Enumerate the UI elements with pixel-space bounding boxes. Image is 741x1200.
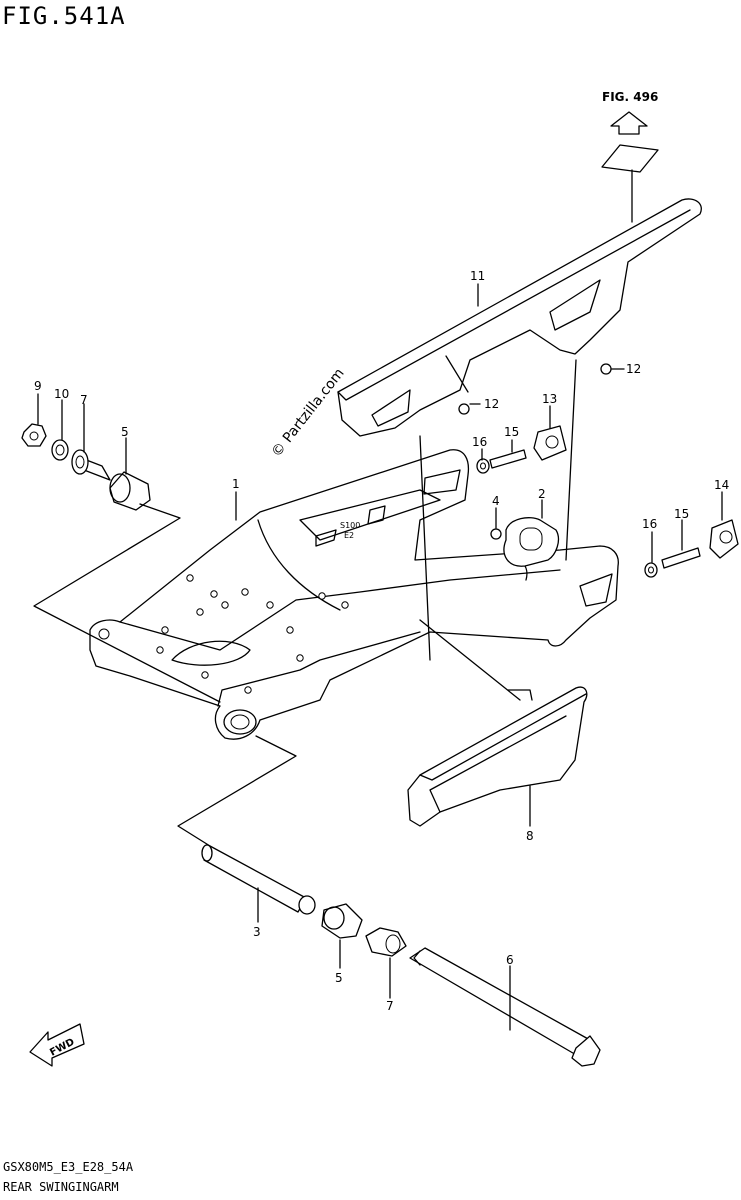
washer-10	[51, 439, 69, 461]
callout-14: 14	[714, 478, 729, 492]
collar-7-upper	[71, 449, 111, 481]
screw-12b	[600, 363, 612, 375]
callout-15-left: 15	[504, 425, 519, 439]
callout-3: 3	[253, 925, 261, 939]
adjust-bolt-15a	[489, 449, 527, 469]
screw-12a	[458, 403, 470, 415]
watermark: © Partzilla.com	[269, 365, 348, 460]
lock-nut-16b	[644, 562, 658, 578]
callout-5-lower: 5	[335, 971, 343, 985]
callout-8: 8	[526, 829, 534, 843]
callout-7-lower: 7	[386, 999, 394, 1013]
callout-5-upper: 5	[121, 425, 129, 439]
section-name: REAR SWINGINGARM	[3, 1180, 119, 1194]
callout-16-left: 16	[472, 435, 487, 449]
assembly-leader-lines	[33, 359, 577, 847]
up-arrow-icon[interactable]	[610, 111, 648, 135]
spacer-3	[201, 844, 316, 915]
callout-9: 9	[34, 379, 42, 393]
callout-11: 11	[470, 269, 485, 283]
callout-10: 10	[54, 387, 69, 401]
adjuster-block-14	[709, 519, 739, 559]
chain-buffer	[407, 686, 588, 827]
screw-4	[490, 528, 502, 540]
adjuster-block-13	[533, 425, 567, 461]
forward-direction-arrow: FWD	[29, 1023, 85, 1067]
frame-stamp-line-1: S100	[340, 521, 360, 530]
callout-4: 4	[492, 494, 500, 508]
callout-leaders	[37, 283, 723, 1031]
callout-12-right: 12	[626, 362, 641, 376]
bearing-5-upper	[109, 471, 151, 511]
callout-2: 2	[538, 487, 546, 501]
callout-6: 6	[506, 953, 514, 967]
reference-plate	[601, 144, 659, 173]
axle-adjuster-plate	[503, 517, 560, 567]
figure-link-label[interactable]: FIG. 496	[602, 90, 658, 104]
bearing-5-lower	[321, 903, 363, 939]
model-code: GSX80M5_E3_E28_54A	[3, 1160, 134, 1174]
chain-guard	[337, 198, 702, 437]
lock-nut-16a	[476, 458, 490, 474]
callout-7-upper: 7	[80, 393, 88, 407]
pivot-nut-9	[21, 423, 47, 447]
callout-15-right: 15	[674, 507, 689, 521]
figure-title: FIG.541A	[2, 2, 126, 30]
adjust-bolt-15b	[661, 547, 701, 569]
swingarm-frame: S100 E2	[89, 449, 619, 740]
callout-12-left: 12	[484, 397, 499, 411]
collar-7-lower	[365, 927, 407, 957]
pivot-shaft-6	[409, 947, 601, 1067]
callout-labels: 1 2 3 4 5 5 6 7 7 8 9 10 11 12 12 13 14 …	[34, 269, 729, 1013]
frame-stamp-line-2: E2	[344, 531, 354, 540]
callout-13: 13	[542, 392, 557, 406]
callout-1: 1	[232, 477, 240, 491]
callout-16-right: 16	[642, 517, 657, 531]
